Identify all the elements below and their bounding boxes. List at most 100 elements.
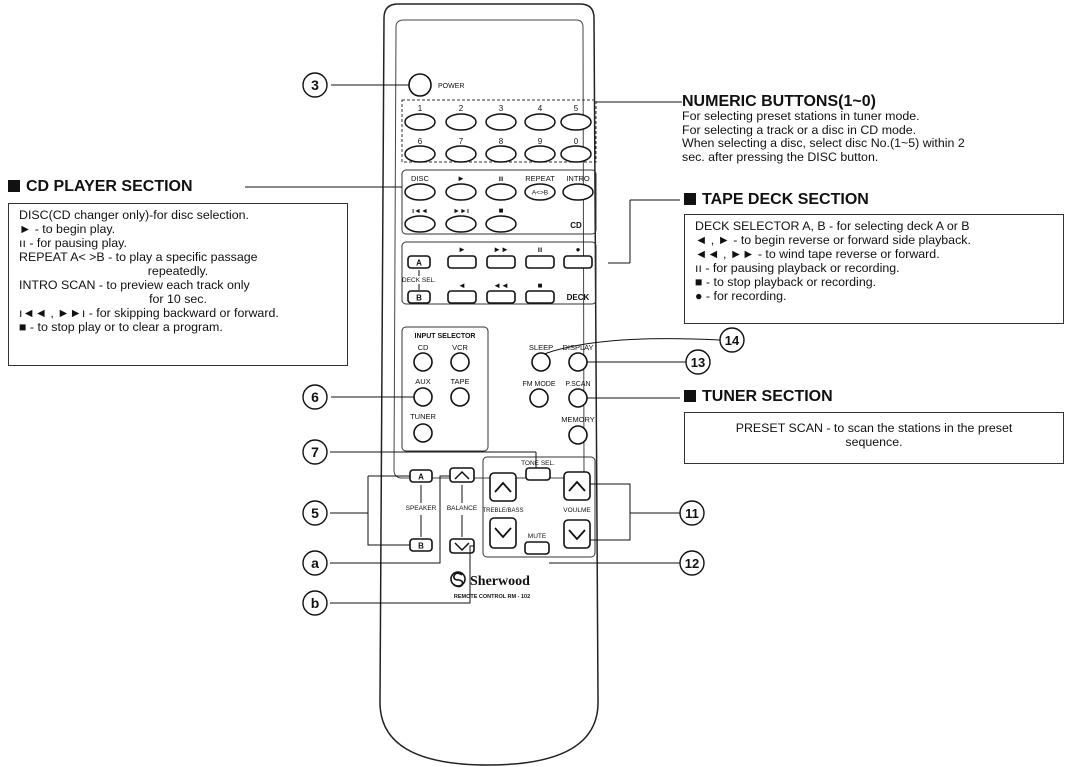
numeric-heading: NUMERIC BUTTONS(1~0) — [682, 93, 876, 111]
treble-bass-down-button[interactable] — [489, 517, 517, 549]
num-button-0[interactable] — [560, 145, 592, 163]
input-cd-button[interactable] — [413, 352, 433, 372]
deck-pause-button[interactable] — [525, 255, 555, 269]
volume-label: VOULME — [563, 507, 591, 514]
disc-button[interactable] — [404, 183, 436, 201]
num-label-9: 9 — [538, 137, 543, 146]
deck-label-rew: ◄◄ — [493, 281, 509, 290]
tape-line-4: ıı - for pausing playback or recording. — [695, 261, 900, 275]
deck-rew-button[interactable] — [486, 290, 516, 304]
leader-volume — [590, 483, 680, 541]
input-aux-button[interactable] — [413, 387, 433, 407]
num-button-9[interactable] — [524, 145, 556, 163]
num-button-1[interactable] — [404, 113, 436, 131]
display-button[interactable] — [568, 352, 588, 372]
input-label-tuner: TUNER — [410, 412, 436, 421]
tone-sel-label: TONE SEL. — [521, 460, 555, 467]
numeric-description: For selecting preset stations in tuner m… — [682, 109, 965, 164]
num-label-5: 5 — [574, 104, 579, 113]
cd-section-label: CD — [570, 221, 582, 230]
speaker-label: SPEAKER — [406, 505, 437, 512]
tape-description-box: DECK SELECTOR A, B - for selecting deck … — [684, 214, 1064, 324]
deck-sel-label: DECK SEL. — [402, 277, 436, 284]
deck-section-label: DECK — [567, 293, 590, 302]
fm-mode-button[interactable] — [529, 388, 549, 408]
deck-a-button[interactable] — [407, 255, 431, 269]
cd-line-9: ■ - to stop play or to clear a program. — [19, 320, 223, 334]
sleep-button[interactable] — [531, 352, 551, 372]
cd-line-8: ı◄◄ , ►►ı - for skipping backward or for… — [19, 306, 279, 320]
input-tuner-button[interactable] — [413, 423, 433, 443]
deck-label-stop: ■ — [538, 281, 543, 290]
tuner-heading: TUNER SECTION — [684, 388, 833, 406]
input-tape-button[interactable] — [450, 387, 470, 407]
tape-line-2: ◄ , ► - to begin reverse or forward side… — [695, 233, 971, 247]
skip-forward-button[interactable] — [445, 215, 477, 233]
num-button-2[interactable] — [445, 113, 477, 131]
num-button-3[interactable] — [485, 113, 517, 131]
deck-play-button[interactable] — [447, 255, 477, 269]
num-label-3: 3 — [499, 104, 504, 113]
num-button-8[interactable] — [485, 145, 517, 163]
volume-up-button[interactable] — [563, 471, 591, 501]
tape-title: TAPE DECK SECTION — [702, 191, 869, 208]
deck-label-pause: ıı — [538, 245, 542, 254]
deck-label-play: ► — [458, 245, 466, 254]
leader-balance-a — [330, 475, 450, 564]
callout-6: 6 — [302, 384, 328, 410]
tuner-line-2: sequence. — [845, 435, 903, 449]
power-button[interactable] — [408, 73, 432, 97]
cd-label-skip-forward: ►►ı — [453, 208, 469, 215]
deck-label-record: ● — [576, 245, 581, 254]
numeric-line-3: When selecting a disc, select disc No.(1… — [682, 136, 965, 150]
numeric-line-4: sec. after pressing the DISC button. — [682, 149, 879, 164]
callout-a: a — [302, 550, 328, 576]
input-vcr-button[interactable] — [450, 352, 470, 372]
volume-down-button[interactable] — [563, 519, 591, 549]
balance-up-button[interactable] — [449, 467, 475, 483]
treble-bass-up-icon — [494, 481, 512, 493]
volume-up-icon — [568, 480, 586, 492]
num-button-7[interactable] — [445, 145, 477, 163]
tape-line-6: ● - for recording. — [695, 289, 787, 303]
svg-text:6: 6 — [311, 389, 319, 405]
mute-button[interactable] — [524, 541, 550, 555]
numeric-row-2: 6 7 8 9 0 — [404, 137, 592, 163]
treble-bass-down-icon — [494, 527, 512, 539]
repeat-button[interactable] — [524, 183, 556, 201]
deck-b-button[interactable] — [407, 290, 431, 304]
memory-button[interactable] — [568, 425, 588, 445]
volume-down-icon — [568, 529, 586, 541]
num-label-7: 7 — [459, 137, 464, 146]
tone-sel-button[interactable] — [525, 467, 551, 481]
tuner-description-box: PRESET SCAN - to scan the stations in th… — [684, 412, 1064, 464]
p-scan-button[interactable] — [568, 388, 588, 408]
deck-stop-button[interactable] — [525, 290, 555, 304]
cd-heading: CD PLAYER SECTION — [8, 178, 193, 196]
cd-play-button[interactable] — [445, 183, 477, 201]
svg-text:11: 11 — [685, 506, 699, 521]
cd-stop-button[interactable] — [485, 215, 517, 233]
fm-mode-label: FM MODE — [522, 381, 555, 388]
skip-back-button[interactable] — [404, 215, 436, 233]
deck-record-button[interactable] — [563, 255, 593, 269]
svg-text:5: 5 — [311, 505, 319, 521]
cd-line-3: ıı - for pausing play. — [19, 236, 127, 250]
deck-label-reverse: ◄ — [458, 281, 466, 290]
cd-pause-button[interactable] — [485, 183, 517, 201]
deck-ff-button[interactable] — [486, 255, 516, 269]
cd-line-1: DISC(CD changer only)-for disc selection… — [19, 208, 249, 222]
deck-label-ff: ►► — [493, 245, 509, 254]
balance-down-icon — [454, 542, 470, 552]
cd-line-4: REPEAT A< >B - to play a specific passag… — [19, 250, 258, 264]
svg-text:a: a — [311, 555, 319, 571]
deck-reverse-button[interactable] — [447, 290, 477, 304]
num-button-5[interactable] — [560, 113, 592, 131]
num-button-6[interactable] — [404, 145, 436, 163]
deck-a-label: A — [416, 259, 422, 268]
num-button-4[interactable] — [524, 113, 556, 131]
intro-button[interactable] — [562, 183, 594, 201]
svg-text:12: 12 — [685, 556, 699, 571]
input-label-aux: AUX — [415, 377, 430, 386]
treble-bass-up-button[interactable] — [489, 472, 517, 502]
